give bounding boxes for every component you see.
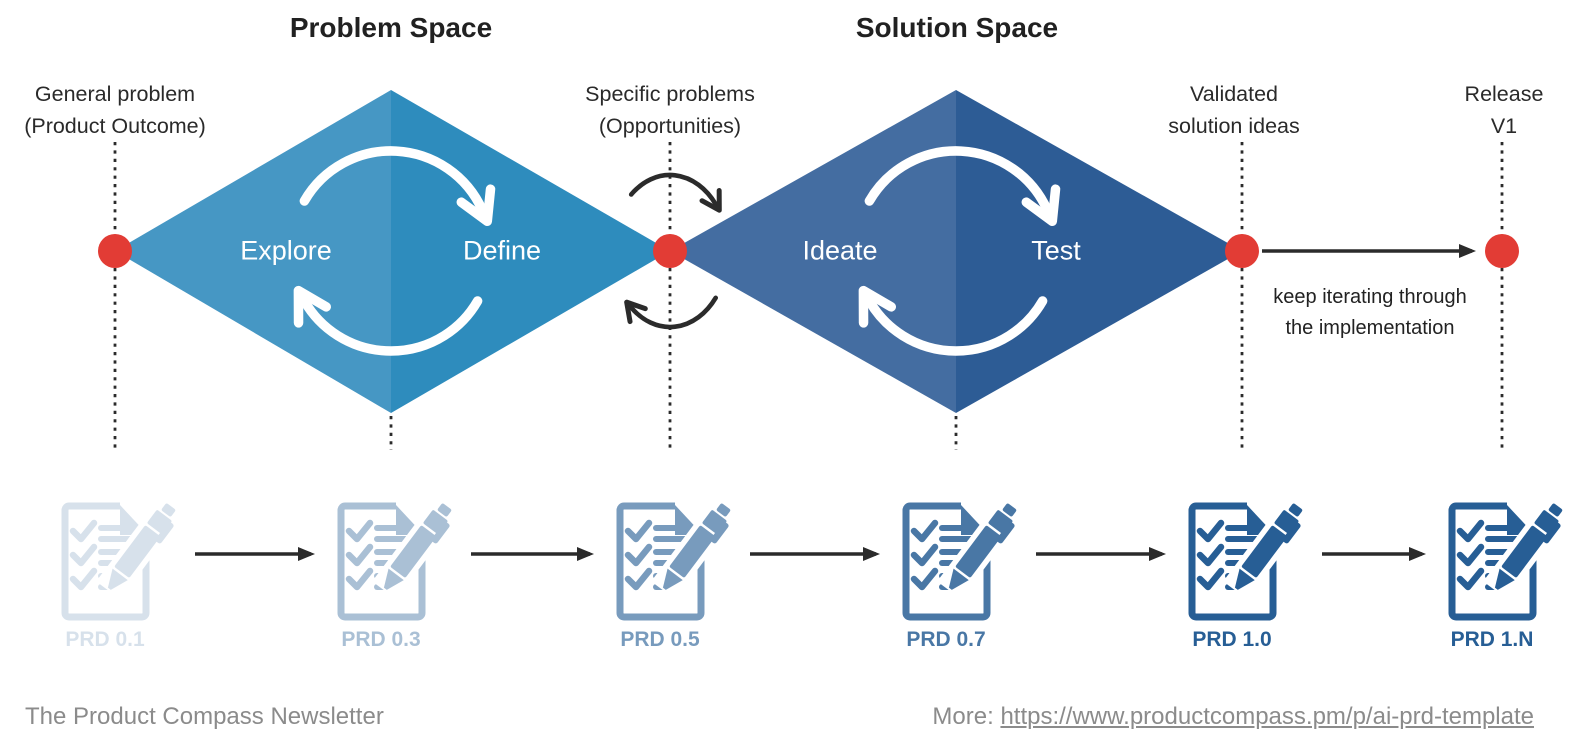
prd-document-icon [1452,497,1572,617]
prd-version-label: PRD 1.0 [1192,628,1272,651]
template-link[interactable]: https://www.productcompass.pm/p/ai-prd-t… [1000,703,1534,730]
prd-document-icon [65,497,185,617]
prd-version-label: PRD 1.N [1450,628,1534,651]
more-info: More: https://www.productcompass.pm/p/ai… [932,703,1534,731]
stage-label-define: Define [462,235,542,266]
milestone-label-validated-ideas: Validated solution ideas [1168,82,1300,138]
newsletter-credit: The Product Compass Newsletter [25,703,384,730]
milestone-dot [1485,234,1519,268]
prd-document-icon [906,497,1026,617]
problem-space-title: Problem Space [289,12,493,43]
iteration-note: keep iterating through the implementatio… [1273,286,1467,339]
prd-document-icon [1192,497,1312,617]
milestone-label-specific-problems: Specific problems (Opportunities) [585,82,755,138]
more-label: More: [932,703,1001,730]
mid-iteration-arrow-bottom-icon [624,295,718,330]
cycle-arrow-bottom-icon [293,285,483,356]
solution-space-title: Solution Space [855,12,1059,43]
milestone-dot [98,234,132,268]
cycle-arrow-top-icon [864,146,1061,227]
milestone-label-general-problem: General problem (Product Outcome) [24,82,206,138]
problem-diamond-right-half [391,90,670,413]
prd-document-icon [620,497,740,617]
stage-label-test: Test [1031,235,1081,266]
milestone-label-release-v1: Release V1 [1464,82,1544,138]
mid-iteration-arrow-top-icon [628,172,722,213]
cycle-arrow-top-icon [299,146,496,227]
cycle-arrow-bottom-icon [858,285,1048,356]
solution-diamond-left-half [670,90,956,413]
milestone-dot [653,234,687,268]
stage-label-ideate: Ideate [802,235,878,266]
prd-version-label: PRD 0.7 [906,628,986,651]
solution-diamond-right-half [956,90,1242,413]
prd-version-label: PRD 0.3 [341,628,421,651]
milestone-dot [1225,234,1259,268]
prd-version-label: PRD 0.5 [620,628,700,651]
prd-version-label: PRD 0.1 [65,628,145,651]
problem-diamond-left-half [115,90,391,413]
prd-document-icon [341,497,461,617]
stage-label-explore: Explore [240,235,332,266]
